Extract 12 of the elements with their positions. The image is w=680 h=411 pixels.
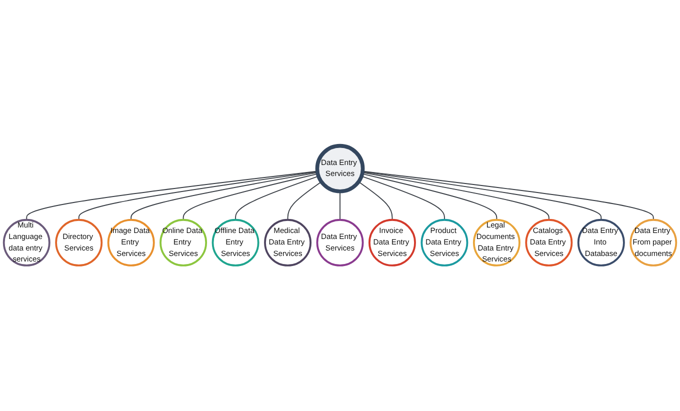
connector	[362, 171, 602, 220]
connector	[362, 173, 498, 220]
connector	[362, 172, 550, 220]
connector	[361, 176, 445, 220]
connector	[78, 171, 318, 220]
connector	[130, 172, 318, 220]
connector	[26, 170, 318, 220]
connector	[362, 170, 654, 220]
connector	[287, 181, 322, 220]
connector	[358, 181, 393, 220]
connector	[182, 173, 318, 220]
connector	[235, 176, 319, 220]
